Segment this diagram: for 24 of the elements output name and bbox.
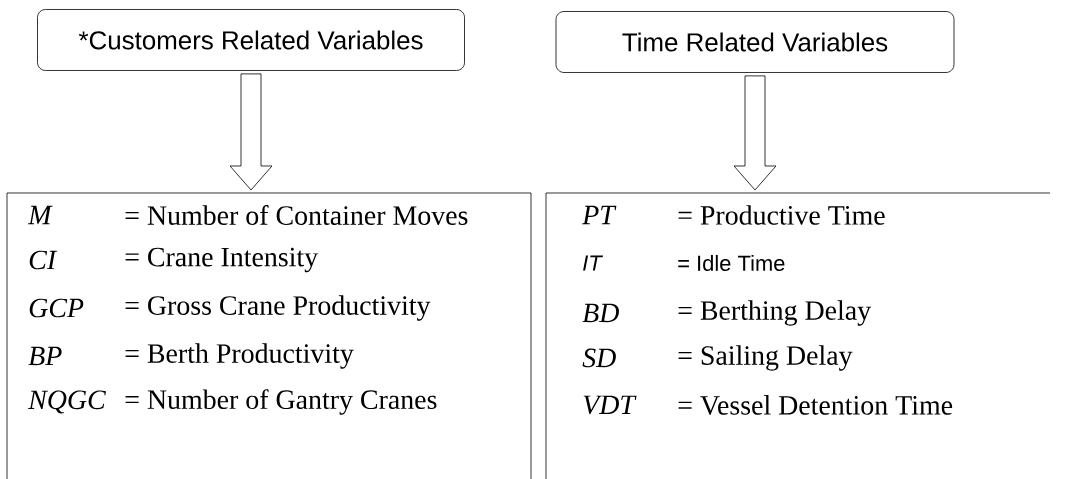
abbreviation: VDT (583, 395, 637, 415)
abbreviation: NQGC (28, 390, 106, 414)
abbreviation: BP (28, 346, 62, 366)
definition-text: = Number of Container Moves (125, 205, 468, 225)
block-arrow (733, 75, 777, 191)
definition-text: = Gross Crane Productivity (125, 295, 431, 321)
definition-text: = Sailing Delay (678, 345, 853, 371)
definition-text: = Idle Time (678, 254, 785, 272)
abbreviation: BD (582, 303, 619, 323)
definition-text: = Productive Time (678, 205, 885, 225)
header-box: *Customers Related Variables (37, 9, 465, 71)
definition-text: = Berthing Delay (678, 300, 872, 326)
definition-text: = Vessel Detention Time (678, 395, 953, 415)
header-box: Time Related Variables (555, 11, 955, 73)
definition-text: = Number of Gantry Cranes (125, 389, 437, 415)
abbreviation: CI (29, 250, 58, 270)
abbreviation: PT (582, 205, 617, 225)
definition-text: = Crane Intensity (125, 247, 319, 273)
abbreviation: GCP (29, 298, 84, 318)
abbreviation: IT (583, 255, 603, 271)
abbreviation: M (27, 205, 53, 225)
abbreviation: SD (582, 348, 616, 368)
definition-text: = Berth Productivity (125, 343, 354, 369)
block-arrow (229, 73, 273, 191)
